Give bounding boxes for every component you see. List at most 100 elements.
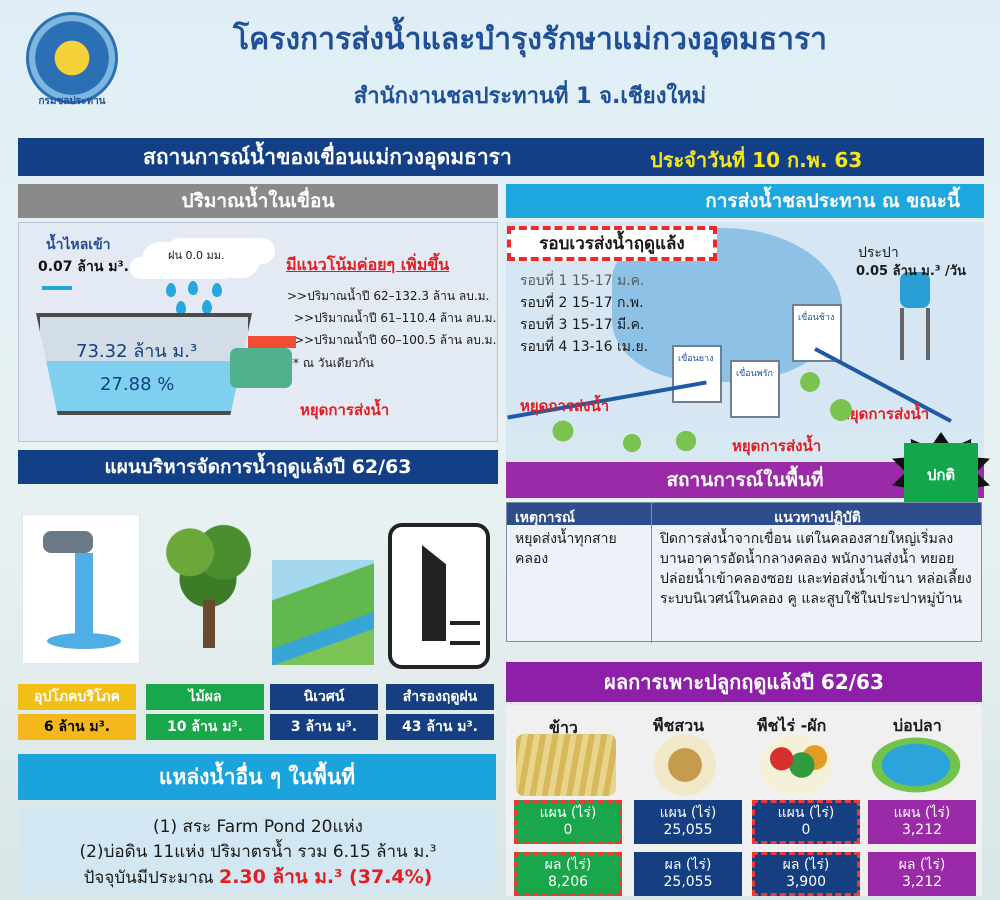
reservoir-stop-label: หยุดการส่งน้ำ — [300, 401, 390, 419]
inflow-value: 0.07 ล้าน ม³. — [38, 259, 129, 275]
field-actual-value: 3,900 — [785, 874, 827, 890]
ecology-label: นิเวศน์ — [270, 684, 378, 710]
event-cell: หยุดส่งน้ำทุกสายคลอง — [507, 525, 652, 643]
stop-center-label: หยุดการส่งน้ำ — [732, 437, 822, 455]
other-sources-title: แหล่งน้ำอื่น ๆ ในพื้นที่ — [18, 754, 496, 800]
garden-name: พืชสวน — [653, 716, 705, 735]
area-table-header: เหตุการณ์ แนวทางปฏิบัติ — [507, 503, 981, 533]
faucet-card — [22, 514, 140, 664]
rain-drop-icon — [212, 283, 222, 297]
fishpond-plan-box: แผน (ไร่) 3,212 — [868, 800, 976, 844]
main-status-bar: สถานการณ์น้ำของเขื่อนแม่กวงอุดมธารา — [18, 138, 984, 176]
comparison-1: >>ปริมาณน้ำปี 62–132.3 ล้าน ลบ.ม. — [287, 289, 490, 303]
field-plan-value: 0 — [801, 822, 811, 838]
royal-irrigation-logo — [26, 12, 118, 104]
page-title: โครงการส่งน้ำและบำรุงรักษาแม่กวงอุดมธารา — [233, 22, 827, 57]
fishpond-actual-value: 3,212 — [901, 874, 943, 890]
field-actual-label: ผล (ไร่) — [782, 857, 830, 873]
other-sources-panel: (1) สระ Farm Pond 20แห่ง (2)บ่อดิน 11แห่… — [20, 808, 496, 894]
area-table-row: หยุดส่งน้ำทุกสายคลอง ปิดการส่งน้ำจากเขื่… — [507, 525, 981, 643]
status-date: ประจำวันที่ 10 ก.พ. 63 — [650, 148, 863, 172]
red-valve-icon — [248, 336, 296, 348]
water-supply-label: ประปา — [858, 245, 899, 261]
soil-pond-line: (2)บ่อดิน 11แห่ง ปริมาตรน้ำ รวม 6.15 ล้า… — [79, 842, 437, 862]
rain-drop-icon — [176, 301, 186, 315]
inflow-label: น้ำไหลเข้า — [46, 237, 111, 253]
ecology-value: 3 ล้าน ม³. — [270, 714, 378, 740]
garden-plan-label: แผน (ไร่) — [659, 805, 717, 821]
rice-actual-value: 8,206 — [547, 874, 589, 890]
trend-text: มีแนวโน้มค่อยๆ เพิ่มขึ้น — [286, 255, 450, 274]
rice-plant-icon — [542, 414, 584, 448]
comparison-note: ** ณ วันเดียวกัน — [287, 356, 374, 370]
comparison-2: >>ปริมาณน้ำปี 61–110.4 ล้าน ลบ.ม. — [294, 311, 497, 325]
comparison-3: >>ปริมาณน้ำปี 60–100.5 ล้าน ลบ.ม. — [294, 333, 497, 347]
fruit-label: ไม้ผล — [146, 684, 264, 710]
action-cell: ปิดการส่งน้ำจากเขื่อน แต่ในคลองสายใหญ่เร… — [660, 531, 972, 607]
rice-crop-icon — [516, 734, 616, 796]
fruit-value: 10 ล้าน ม³. — [146, 714, 264, 740]
garden-crop-icon — [654, 734, 716, 796]
rice-plan-value: 0 — [563, 822, 573, 838]
stop-right-label: หยุดการส่งน้ำ — [840, 405, 930, 423]
pipe-icon — [230, 348, 292, 388]
tree-icon — [152, 518, 264, 616]
water-supply-value: 0.05 ล้าน ม.³ /วัน — [856, 264, 966, 279]
reservoir-percent: 27.88 % — [100, 374, 175, 395]
dam-chang-label: เขื่อนช้าง — [798, 313, 835, 323]
current-volume-prefix: ปัจจุบันมีประมาณ — [83, 868, 214, 888]
rice-actual-label: ผล (ไร่) — [544, 857, 592, 873]
action-header: แนวทางปฏิบัติ — [774, 510, 861, 526]
event-header: เหตุการณ์ — [507, 503, 652, 533]
round-1: รอบที่ 1 15-17 ม.ค. — [520, 273, 645, 289]
dam-card — [388, 523, 490, 669]
garden-plan-box: แผน (ไร่) 25,055 — [634, 800, 742, 844]
field-name: พืชไร่ -ผัก — [757, 716, 827, 735]
river-card — [272, 560, 374, 665]
round-title: รอบเวรส่งน้ำฤดูแล้ง — [507, 226, 717, 261]
tree-trunk-icon — [203, 600, 215, 648]
area-situation-table: เหตุการณ์ แนวทางปฏิบัติ หยุดส่งน้ำทุกสาย… — [506, 502, 982, 643]
rain-cloud-icon — [142, 242, 260, 278]
garden-plan-value: 25,055 — [663, 822, 713, 838]
water-stream-icon — [75, 553, 93, 641]
rice-plant-icon — [820, 391, 862, 429]
reservoir-section-title: ปริมาณน้ำในเขื่อน — [18, 184, 498, 218]
fishpond-name: บ่อปลา — [893, 716, 942, 735]
consumer-label: อุปโภคบริโภค — [18, 684, 136, 710]
field-plan-box: แผน (ไร่) 0 — [752, 800, 860, 844]
tower-tank-icon — [900, 272, 930, 308]
tree-card — [148, 514, 266, 664]
stop-left-label: หยุดการส่งน้ำ — [520, 397, 610, 415]
inflow-line — [42, 286, 72, 290]
rain-drop-icon — [188, 281, 198, 295]
garden-actual-value: 25,055 — [663, 874, 713, 890]
dam-water-icon — [450, 621, 480, 645]
current-volume-value: 2.30 ล้าน ม.³ (37.4%) — [218, 866, 433, 888]
reservoir-volume: 73.32 ล้าน ม.³ — [76, 341, 198, 362]
water-splash-icon — [47, 633, 121, 649]
rain-value: ฝน 0.0 มม. — [168, 249, 225, 262]
dam-prak-label: เขื่อนพรัก — [736, 369, 774, 379]
field-plan-label: แผน (ไร่) — [777, 805, 835, 821]
rice-plan-box: แผน (ไร่) 0 — [514, 800, 622, 844]
dam-structure-icon — [422, 545, 446, 641]
dam-prak-icon — [730, 360, 780, 418]
vegetable-crop-icon — [760, 734, 832, 796]
normal-status-badge: ปกติ — [904, 443, 978, 506]
delivery-section-title: การส่งน้ำชลประทาน ณ ขณะนี้ — [506, 184, 984, 218]
garden-actual-box: ผล (ไร่) 25,055 — [634, 852, 742, 896]
field-actual-box: ผล (ไร่) 3,900 — [752, 852, 860, 896]
rice-plant-icon — [666, 424, 706, 458]
tower-leg-icon — [926, 308, 930, 360]
current-volume-line: ปัจจุบันมีประมาณ 2.30 ล้าน ม.³ (37.4%) — [20, 865, 496, 891]
rain-drop-icon — [202, 300, 212, 314]
round-3: รอบที่ 3 15-17 มี.ค. — [520, 317, 645, 333]
garden-actual-label: ผล (ไร่) — [664, 857, 712, 873]
rice-actual-box: ผล (ไร่) 8,206 — [514, 852, 622, 896]
rice-name: ข้าว — [549, 718, 578, 737]
consumer-value: 6 ล้าน ม³. — [18, 714, 136, 740]
rice-plan-label: แผน (ไร่) — [539, 805, 597, 821]
dam-yang-label: เขื่อนยาง — [678, 354, 714, 364]
fishpond-plan-value: 3,212 — [901, 822, 943, 838]
